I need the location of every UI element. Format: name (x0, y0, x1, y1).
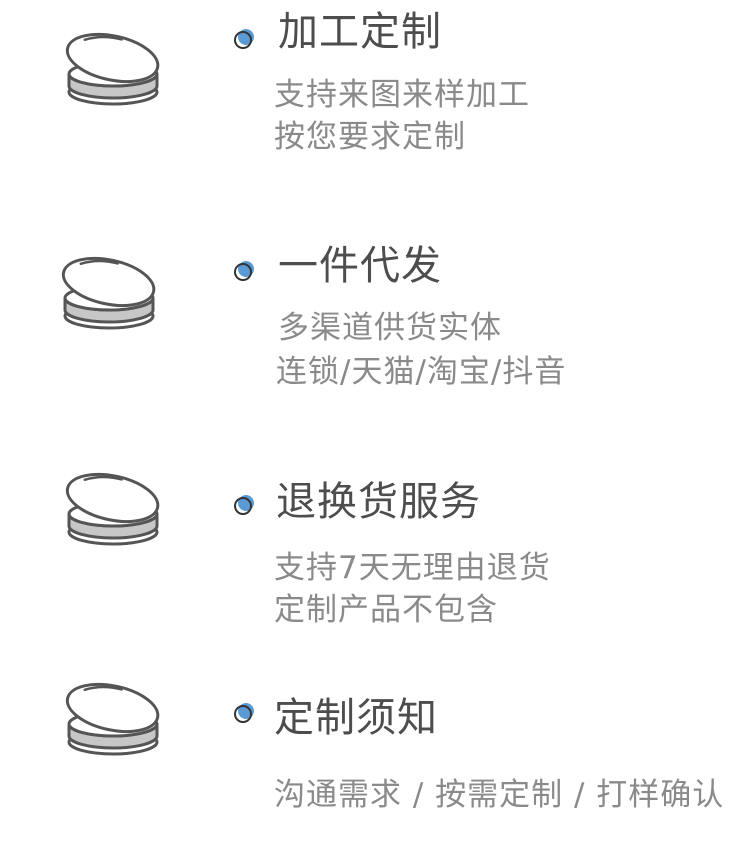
feature-return-exchange: 退换货服务 支持7天无理由退货 定制产品不包含 (0, 0, 551, 628)
feature-title: 退换货服务 (276, 479, 481, 525)
feature-title: 一件代发 (278, 243, 442, 289)
stacked-discs-icon (58, 672, 168, 762)
feature-title: 加工定制 (278, 9, 442, 55)
feature-dropshipping: 一件代发 多渠道供货实体 连锁/天猫/淘宝/抖音 (0, 243, 567, 390)
feature-desc-line: 支持来图来样加工 (274, 77, 530, 113)
feature-title: 定制须知 (274, 695, 438, 741)
feature-desc-line: 支持7天无理由退货 (274, 550, 551, 586)
feature-desc-line: 定制产品不包含 (274, 592, 498, 628)
feature-custom-processing: 加工定制 支持来图来样加工 按您要求定制 (0, 0, 750, 200)
feature-desc-line: 连锁/天猫/淘宝/抖音 (276, 354, 567, 390)
feature-desc-line: 沟通需求 / 按需定制 / 打样确认 (274, 777, 725, 813)
feature-desc-line: 按您要求定制 (274, 119, 466, 155)
feature-desc-line: 多渠道供货实体 (278, 310, 502, 346)
bullet-dot-icon (232, 700, 258, 726)
